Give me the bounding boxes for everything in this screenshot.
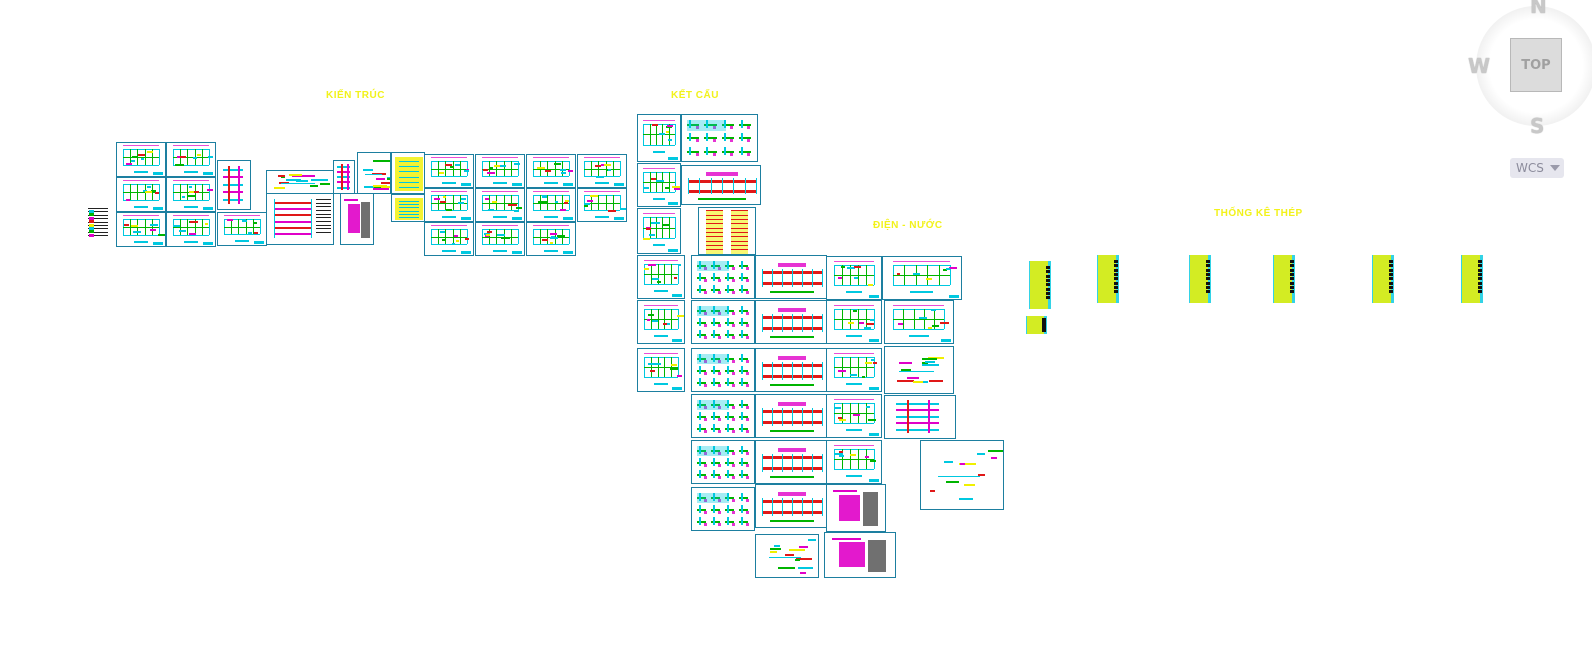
group-title-kien-truc: KIẾN TRÚC [326, 90, 385, 101]
drawing-sheet[interactable] [884, 300, 954, 344]
drawing-sheet[interactable] [826, 300, 882, 344]
drawing-sheet[interactable] [637, 300, 685, 344]
group-title-thong-ke-thep: THỐNG KÊ THÉP [1214, 208, 1303, 219]
chevron-down-icon [1549, 165, 1560, 171]
drawing-sheet[interactable] [826, 484, 886, 532]
compass-west-label[interactable]: W [1468, 54, 1491, 78]
drawing-sheet[interactable] [266, 170, 334, 194]
drawing-sheet[interactable] [166, 177, 216, 212]
viewcube[interactable]: N W S TOP WCS [1462, 0, 1592, 178]
drawing-sheet[interactable] [1092, 252, 1124, 306]
drawing-sheet[interactable] [755, 255, 827, 299]
drawing-sheet[interactable] [391, 152, 425, 194]
drawing-sheet[interactable] [526, 188, 576, 222]
drawing-sheet[interactable] [826, 256, 882, 300]
drawing-sheet[interactable] [824, 532, 896, 578]
drawing-sheet[interactable] [475, 154, 525, 188]
drawing-sheet[interactable] [691, 255, 755, 299]
drawing-sheet[interactable] [116, 212, 166, 247]
ucs-menu-button[interactable]: WCS [1510, 158, 1564, 178]
drawing-sheet[interactable] [691, 440, 755, 484]
drawing-sheet[interactable] [333, 160, 355, 194]
drawing-sheet[interactable] [755, 348, 827, 392]
drawing-sheet[interactable] [698, 207, 756, 255]
drawing-sheet[interactable] [424, 154, 474, 188]
drawing-sheet[interactable] [166, 142, 216, 177]
drawing-sheet[interactable] [1456, 252, 1488, 306]
drawing-sheet[interactable] [882, 256, 962, 300]
drawing-sheet[interactable] [755, 440, 827, 484]
drawing-sheet[interactable] [116, 177, 166, 212]
drawing-sheet[interactable] [755, 484, 827, 528]
viewcube-top-face[interactable]: TOP [1510, 38, 1562, 92]
drawing-sheet[interactable] [681, 165, 761, 205]
drawing-sheet[interactable] [691, 348, 755, 392]
drawing-sheet[interactable] [1268, 252, 1300, 306]
drawing-sheet[interactable] [526, 222, 576, 256]
drawing-sheet[interactable] [116, 142, 166, 177]
drawing-sheet[interactable] [681, 114, 758, 162]
drawing-sheet[interactable] [637, 208, 681, 254]
ucs-label: WCS [1516, 161, 1544, 175]
drawing-sheet[interactable] [755, 534, 819, 578]
drawing-sheet[interactable] [826, 440, 882, 484]
drawing-sheet[interactable] [86, 206, 110, 240]
drawing-sheet[interactable] [755, 300, 827, 344]
drawing-sheet[interactable] [340, 193, 374, 245]
drawing-sheet[interactable] [884, 395, 956, 439]
drawing-sheet[interactable] [577, 188, 627, 222]
drawing-sheet[interactable] [424, 222, 474, 256]
drawing-sheet[interactable] [884, 346, 954, 394]
drawing-sheet[interactable] [691, 394, 755, 438]
group-title-dien-nuoc: ĐIỆN - NƯỚC [873, 220, 943, 231]
drawing-sheet[interactable] [637, 114, 681, 162]
drawing-sheet[interactable] [217, 212, 267, 246]
drawing-sheet[interactable] [755, 394, 827, 438]
drawing-sheet[interactable] [424, 188, 474, 222]
drawing-sheet[interactable] [526, 154, 576, 188]
drawing-sheet[interactable] [475, 188, 525, 222]
drawing-sheet[interactable] [391, 194, 425, 222]
drawing-sheet[interactable] [1024, 258, 1056, 312]
drawing-sheet[interactable] [1184, 252, 1216, 306]
drawing-sheet[interactable] [357, 152, 391, 194]
drawing-sheet[interactable] [637, 255, 685, 299]
drawing-sheet[interactable] [637, 163, 681, 207]
drawing-sheet[interactable] [577, 154, 627, 188]
drawing-sheet[interactable] [217, 160, 251, 210]
drawing-sheet[interactable] [266, 193, 334, 245]
drawing-sheet[interactable] [691, 300, 755, 344]
drawing-sheet[interactable] [826, 394, 882, 438]
drawing-sheet[interactable] [637, 348, 685, 392]
drawing-sheet[interactable] [1367, 252, 1399, 306]
group-title-ket-cau: KẾT CẤU [671, 90, 719, 101]
compass-north-label[interactable]: N [1530, 0, 1547, 18]
drawing-sheet[interactable] [920, 440, 1004, 510]
drawing-sheet[interactable] [475, 222, 525, 256]
drawing-sheet[interactable] [1021, 315, 1051, 335]
drawing-sheet[interactable] [826, 348, 882, 392]
drawing-sheet[interactable] [691, 487, 755, 531]
compass-south-label[interactable]: S [1530, 114, 1545, 138]
drawing-sheet[interactable] [166, 212, 216, 247]
